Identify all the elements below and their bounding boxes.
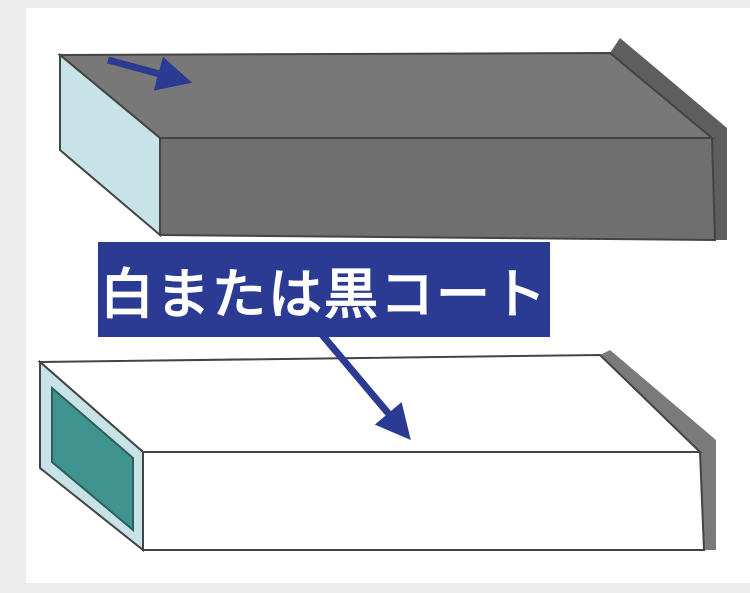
white-coated-block xyxy=(37,350,716,553)
white-block-side-flange xyxy=(600,350,716,550)
coating-label-text: 白または黒コート xyxy=(100,263,548,326)
dark-block-top-arrow xyxy=(107,56,193,91)
dark-block-end-face xyxy=(59,52,161,238)
coating-label: 白または黒コート xyxy=(98,242,550,337)
white-block-top-face xyxy=(37,353,703,453)
white-block-end-window xyxy=(51,385,134,533)
label-pointer-arrow xyxy=(315,327,411,441)
white-block-front-face xyxy=(142,451,706,551)
dark-coated-block xyxy=(57,38,727,242)
dark-block-front-face xyxy=(159,137,717,242)
dark-block-top-face xyxy=(57,51,715,139)
